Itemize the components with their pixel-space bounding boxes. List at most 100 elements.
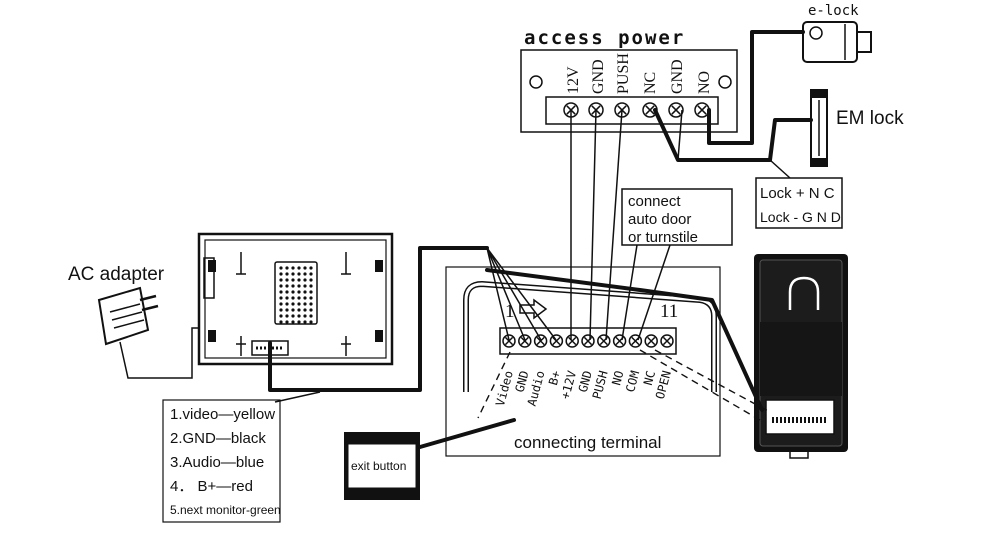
wire-legend-box bbox=[162, 399, 281, 523]
grille-dot bbox=[279, 296, 283, 300]
lock-note-line-1: Lock + N C bbox=[760, 185, 835, 202]
grille-dot bbox=[303, 290, 307, 294]
grille-dot bbox=[303, 320, 307, 324]
ac-adapter: AC adapter bbox=[68, 264, 202, 379]
terminal-end-number: 11 bbox=[660, 301, 678, 322]
monitor-back-panel bbox=[197, 232, 394, 366]
grille-dot bbox=[279, 266, 283, 270]
grille-dot bbox=[291, 266, 295, 270]
wire-legend-item: 3.Audio—blue bbox=[170, 454, 264, 471]
grille-dot bbox=[297, 314, 301, 318]
lock-note: Lock + N C Lock - G N D bbox=[755, 177, 843, 229]
grille-dot bbox=[291, 290, 295, 294]
lock-note-box bbox=[755, 177, 843, 229]
e-lock-device: e-lock bbox=[802, 3, 872, 63]
grille-dot bbox=[279, 320, 283, 324]
ap-terminal-label: NC bbox=[642, 72, 659, 94]
grille-dot bbox=[297, 320, 301, 324]
grille-dot bbox=[309, 266, 313, 270]
grille-dot bbox=[303, 302, 307, 306]
wire-legend-item: 2.GND—black bbox=[170, 430, 266, 447]
ac-adapter-plug-icon bbox=[97, 286, 150, 346]
terminal-pin-label: NO bbox=[609, 369, 626, 387]
terminal-pin-label: B+ bbox=[546, 369, 563, 387]
grille-dot bbox=[291, 302, 295, 306]
grille-dot bbox=[297, 290, 301, 294]
grille-dot bbox=[303, 272, 307, 276]
grille-dot bbox=[309, 302, 313, 306]
monitor-bus-cable bbox=[268, 246, 489, 392]
access-power-module: access power 12V GND PUSH NC GND NO bbox=[520, 27, 738, 133]
e-lock-cable bbox=[707, 30, 805, 145]
terminal-screws bbox=[502, 334, 674, 348]
wire-legend-item: 5.next monitor-green bbox=[170, 503, 281, 517]
ap-terminal-label: GND bbox=[669, 59, 686, 94]
outdoor-station-cable bbox=[485, 268, 764, 412]
grille-dot bbox=[309, 314, 313, 318]
grille-dot bbox=[303, 308, 307, 312]
ap-terminal-label: NO bbox=[696, 71, 713, 94]
terminal-pin-label: GND bbox=[576, 369, 595, 394]
ap-terminal-label: 12V bbox=[565, 66, 582, 94]
grille-dot bbox=[303, 278, 307, 282]
speaker-grille-icon bbox=[274, 261, 318, 325]
ap-screw-icon-cross bbox=[671, 105, 681, 115]
grille-dot bbox=[297, 272, 301, 276]
terminal-screw-icon-cross bbox=[504, 336, 514, 346]
access-power-terminal-labels: 12V GND PUSH NC GND NO bbox=[565, 53, 713, 94]
grille-dot bbox=[285, 320, 289, 324]
grille-dot bbox=[279, 272, 283, 276]
grille-dot bbox=[309, 320, 313, 324]
grille-dot bbox=[285, 314, 289, 318]
grille-dot bbox=[309, 296, 313, 300]
wire-legend: 1.video—yellow 2.GND—black 3.Audio—blue … bbox=[162, 399, 281, 523]
access-power-terminal-strip bbox=[545, 96, 719, 125]
grille-dot bbox=[285, 284, 289, 288]
access-power-box bbox=[520, 49, 738, 133]
grille-dot bbox=[291, 272, 295, 276]
grille-dot bbox=[291, 296, 295, 300]
terminal-screw-icon-cross bbox=[568, 336, 577, 346]
terminal-screw-icon-cross bbox=[647, 336, 656, 346]
mounting-hole-icon bbox=[529, 75, 543, 89]
grille-dot bbox=[291, 308, 295, 312]
em-lock-label: EM lock bbox=[836, 108, 904, 129]
wire-legend-item: 1.video—yellow bbox=[170, 406, 275, 423]
em-lock-device: EM lock bbox=[810, 89, 904, 167]
exit-button-cable bbox=[418, 418, 516, 449]
grille-dot bbox=[309, 290, 313, 294]
grille-dot bbox=[285, 302, 289, 306]
connect-note-line-3: or turnstile bbox=[628, 229, 698, 246]
grille-dot bbox=[297, 302, 301, 306]
wire-legend-item: 4． B+—red bbox=[170, 478, 253, 495]
connect-note: connect auto door or turnstile bbox=[621, 188, 733, 246]
grille-dot bbox=[279, 302, 283, 306]
grille-dot bbox=[303, 296, 307, 300]
grille-dot bbox=[291, 278, 295, 282]
terminal-screw-icon-cross bbox=[536, 336, 545, 346]
ac-adapter-label: AC adapter bbox=[68, 264, 165, 285]
terminal-screw-icon-cross bbox=[552, 336, 561, 346]
grille-dot bbox=[297, 308, 301, 312]
grille-dot bbox=[291, 314, 295, 318]
terminal-screw-icon-cross bbox=[520, 336, 529, 346]
e-lock-bolt bbox=[856, 31, 872, 53]
ac-adapter-cable bbox=[119, 327, 202, 379]
grille-dot bbox=[279, 278, 283, 282]
fan-out-wires bbox=[486, 247, 557, 341]
ap-terminal-label: PUSH bbox=[615, 53, 632, 94]
e-lock-label: e-lock bbox=[808, 3, 859, 19]
grille-dot bbox=[285, 296, 289, 300]
grille-dot bbox=[297, 266, 301, 270]
exit-button-face bbox=[347, 443, 417, 489]
terminal-pin-label: COM bbox=[623, 369, 642, 394]
access-power-title: access power bbox=[524, 27, 685, 49]
ap-screw-icon-cross bbox=[645, 105, 655, 115]
connecting-terminal-label: connecting terminal bbox=[514, 433, 661, 452]
grille-dot bbox=[279, 308, 283, 312]
terminal-pin-label: GND bbox=[513, 369, 532, 394]
grille-dot bbox=[285, 278, 289, 282]
connect-note-box bbox=[621, 188, 733, 246]
grille-dot bbox=[297, 278, 301, 282]
grille-dot bbox=[291, 320, 295, 324]
